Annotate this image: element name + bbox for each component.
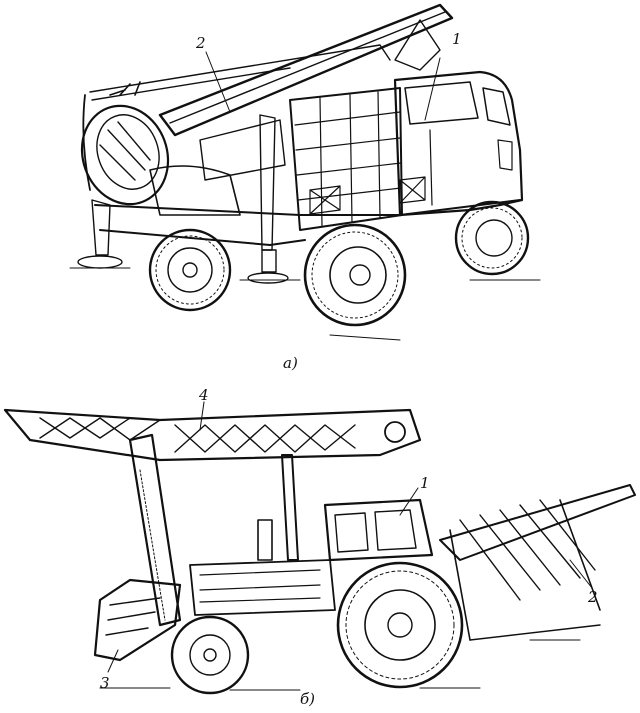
callout-a-2-label: 2 <box>195 34 206 52</box>
figure-a-drilling-truck: 1 2 а) <box>69 3 541 372</box>
boom-mast <box>89 3 454 137</box>
callout-b-2: 2 <box>569 559 598 606</box>
figure-b-caption: б) <box>300 690 315 708</box>
callout-b-3-label: 3 <box>100 674 110 692</box>
ground-hatching-a <box>69 267 541 341</box>
truck-wheels <box>148 200 530 327</box>
cargo-platform <box>289 87 426 231</box>
mast-column <box>128 433 299 627</box>
callout-b-4-label: 4 <box>198 386 209 404</box>
ground-hatching-b <box>99 639 581 691</box>
tractor-front-wheel <box>170 615 250 695</box>
rear-wheel-right <box>303 223 407 327</box>
callout-b-3: 3 <box>100 649 119 692</box>
figure-a-caption: а) <box>283 354 298 372</box>
tractor-cab <box>189 498 434 616</box>
frame-and-rig <box>77 114 521 284</box>
tractor-wheels <box>170 561 464 695</box>
callout-b-1-label: 1 <box>420 474 430 492</box>
truck-cab <box>393 70 524 217</box>
auger-disc <box>80 81 170 206</box>
callout-b-4: 4 <box>198 386 209 431</box>
rear-wheel-left <box>148 228 232 312</box>
tractor-rear-wheel <box>336 561 464 689</box>
lattice-boom <box>3 408 422 462</box>
callout-b-1: 1 <box>399 474 430 516</box>
callout-a-1-label: 1 <box>452 30 462 48</box>
callout-b-2-label: 2 <box>587 588 598 606</box>
front-loader <box>93 578 182 662</box>
callout-a-1: 1 <box>424 30 462 121</box>
callout-a-2: 2 <box>195 34 231 113</box>
rear-implement <box>439 484 636 641</box>
front-wheel <box>454 200 530 276</box>
figure-b-tractor-loader: 4 1 2 3 б) <box>3 386 636 708</box>
